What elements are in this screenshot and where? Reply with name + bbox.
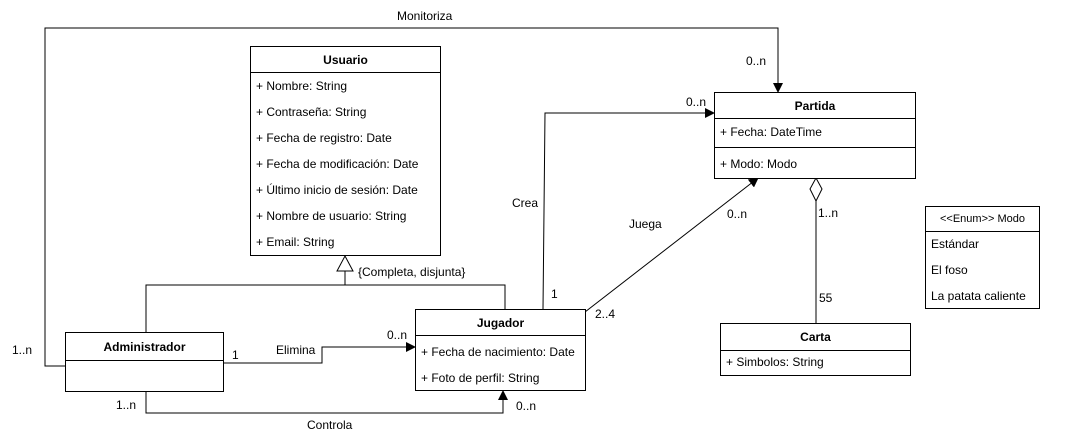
controla-jugador-multiplicity: 0..n (516, 399, 537, 413)
class-usuario[interactable]: Usuario + Nombre: String + Contraseña: S… (250, 46, 441, 256)
enum-modo-name: <<Enum>> Modo (926, 207, 1039, 232)
elimina-connector (224, 342, 416, 364)
enum-modo[interactable]: <<Enum>> Modo Estándar El foso La patata… (925, 206, 1040, 309)
enum-modo-value: La patata caliente (931, 289, 1026, 303)
crea-jugador-multiplicity: 1 (551, 287, 558, 301)
elimina-label: Elimina (276, 343, 316, 357)
monitoriza-partida-multiplicity: 0..n (746, 54, 767, 68)
partida-attribute: + Fecha: DateTime (720, 125, 822, 139)
elimina-admin-multiplicity: 1 (232, 348, 239, 362)
monitoriza-admin-multiplicity: 1..n (12, 343, 33, 357)
class-usuario-name: Usuario (251, 47, 440, 73)
enum-modo-value: Estándar (931, 237, 980, 251)
juega-jugador-multiplicity: 2..4 (595, 307, 616, 321)
enum-modo-value: El foso (931, 263, 968, 277)
partida-separator (715, 147, 915, 148)
controla-connector (145, 390, 508, 414)
class-carta[interactable]: Carta + Simbolos: String (720, 323, 911, 376)
class-jugador[interactable]: Jugador + Fecha de nacimiento: Date + Fo… (415, 309, 586, 391)
class-administrador[interactable]: Administrador (65, 332, 224, 392)
juega-connector (584, 177, 759, 313)
aggregation-diamond (809, 176, 823, 203)
elimina-jugador-multiplicity: 0..n (387, 328, 408, 342)
generalization-triangle (336, 254, 354, 272)
class-partida[interactable]: Partida + Fecha: DateTime + Modo: Modo (714, 92, 916, 179)
usuario-attribute: + Nombre: String (256, 79, 348, 93)
carta-partida-multiplicity: 1..n (818, 206, 839, 220)
carta-attribute: + Simbolos: String (726, 355, 824, 369)
monitoriza-label: Monitoriza (397, 9, 453, 23)
partida-method: + Modo: Modo (720, 157, 798, 171)
controla-admin-multiplicity: 1..n (116, 398, 137, 412)
jugador-attribute: + Foto de perfil: String (421, 371, 540, 385)
controla-label: Controla (307, 418, 353, 432)
monitoriza-connector (44, 27, 783, 367)
generalization-connector (145, 271, 506, 332)
juega-partida-multiplicity: 0..n (727, 207, 748, 221)
class-carta-name: Carta (721, 324, 910, 351)
carta-multiplicity: 55 (819, 291, 833, 305)
juega-label: Juega (629, 217, 662, 231)
usuario-attribute: + Contraseña: String (256, 105, 367, 119)
crea-partida-multiplicity: 0..n (686, 95, 707, 109)
usuario-attribute: + Nombre de usuario: String (256, 209, 407, 223)
crea-connector (542, 108, 715, 310)
jugador-attribute: + Fecha de nacimiento: Date (421, 345, 575, 359)
usuario-attribute: + Fecha de modificación: Date (256, 157, 419, 171)
generalization-constraint: {Completa, disjunta} (358, 265, 466, 279)
usuario-attribute: + Email: String (256, 235, 335, 249)
usuario-attribute: + Fecha de registro: Date (256, 131, 392, 145)
class-partida-name: Partida (715, 93, 915, 119)
class-administrador-name: Administrador (66, 333, 223, 361)
crea-label: Crea (512, 196, 539, 210)
usuario-attribute: + Último inicio de sesión: Date (256, 183, 418, 197)
class-jugador-name: Jugador (416, 310, 585, 336)
